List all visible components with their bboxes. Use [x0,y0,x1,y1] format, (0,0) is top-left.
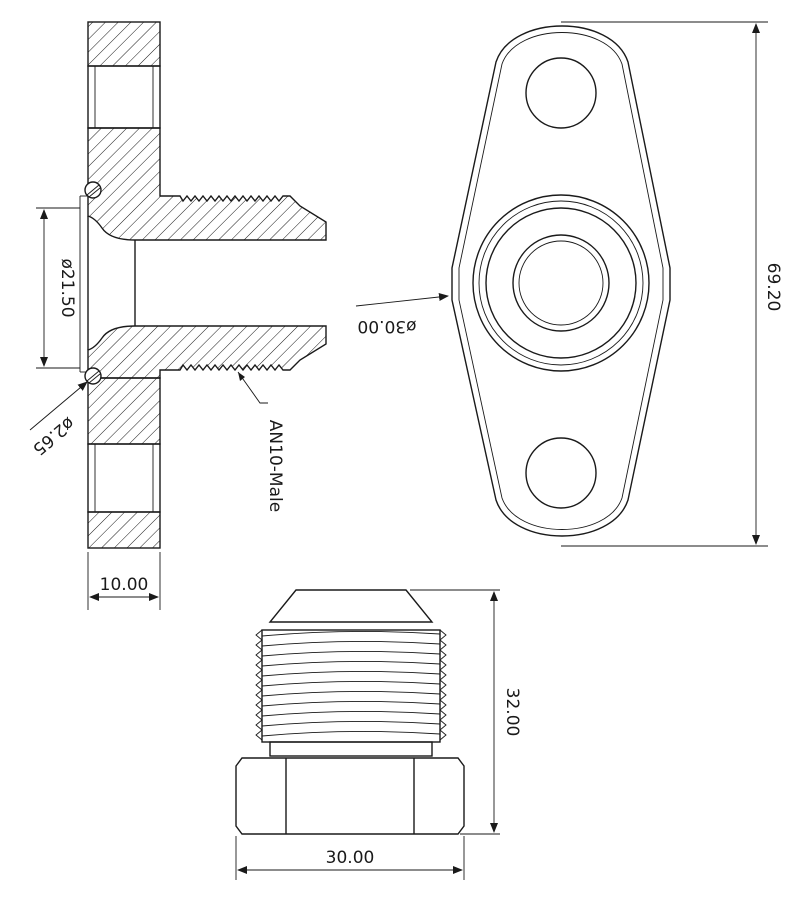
flange-outline [451,25,671,537]
side-view: 32.00 30.00 [235,589,522,880]
bolt-hole-top [87,65,161,129]
body-section-lower [87,325,327,379]
boss-diameter-dimension: ø30.00 [357,316,416,336]
bolt-hole-bottom [87,443,161,513]
thread-body [261,629,441,743]
flange-thickness-dimension: 10.00 [100,575,149,595]
body-section-upper [87,127,327,241]
bolt-hole-top-view-2 [525,437,597,509]
boss-outer [472,194,650,372]
fitting-height-dimension: 32.00 [502,688,522,737]
hex-width-dimension: 30.00 [326,848,375,868]
boss-ring [485,207,637,359]
fitting-tip [268,589,434,623]
bore-diameter-dimension: ø21.50 [57,258,77,317]
bolt-hole-top-view-1 [525,57,597,129]
top-view: ø30.00 69.20 [355,21,783,547]
section-view: 10.00 ø21.50 ø2.65 AN10-Male [28,21,327,610]
oring-diameter-dimension: ø2.65 [28,413,78,459]
bore-top-view [512,234,610,332]
flange-length-dimension: 69.20 [763,263,783,312]
flange-section-top [87,21,161,67]
fitting-neck [269,741,433,757]
hex-body [235,757,465,835]
body-section-lower-block [87,377,161,445]
thread-lines [261,630,441,737]
thread-callout: AN10-Male [265,420,285,512]
flange-section-bottom [87,511,161,549]
